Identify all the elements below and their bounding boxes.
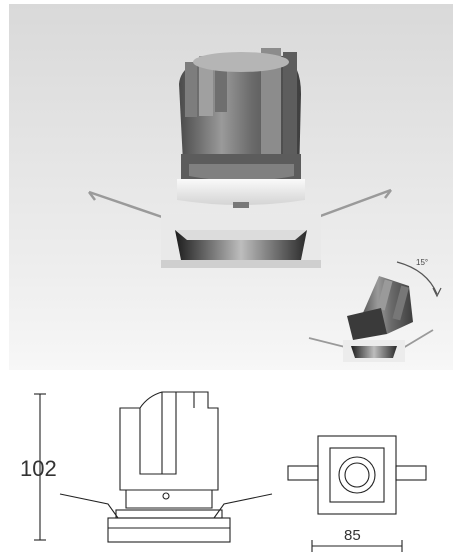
tilted-downlight xyxy=(308,276,434,362)
front-view xyxy=(287,435,427,515)
product-photo xyxy=(9,4,453,370)
height-dimension-label: 102 xyxy=(20,456,57,481)
side-and-front-views xyxy=(34,391,427,552)
main-downlight xyxy=(88,48,392,268)
technical-drawing xyxy=(0,370,462,554)
width-dimension-label: 85 xyxy=(344,527,361,544)
side-view xyxy=(59,391,273,543)
product-render xyxy=(9,4,453,370)
tilt-arrow-icon xyxy=(396,261,438,295)
tilt-angle-label: 15° xyxy=(416,258,429,267)
